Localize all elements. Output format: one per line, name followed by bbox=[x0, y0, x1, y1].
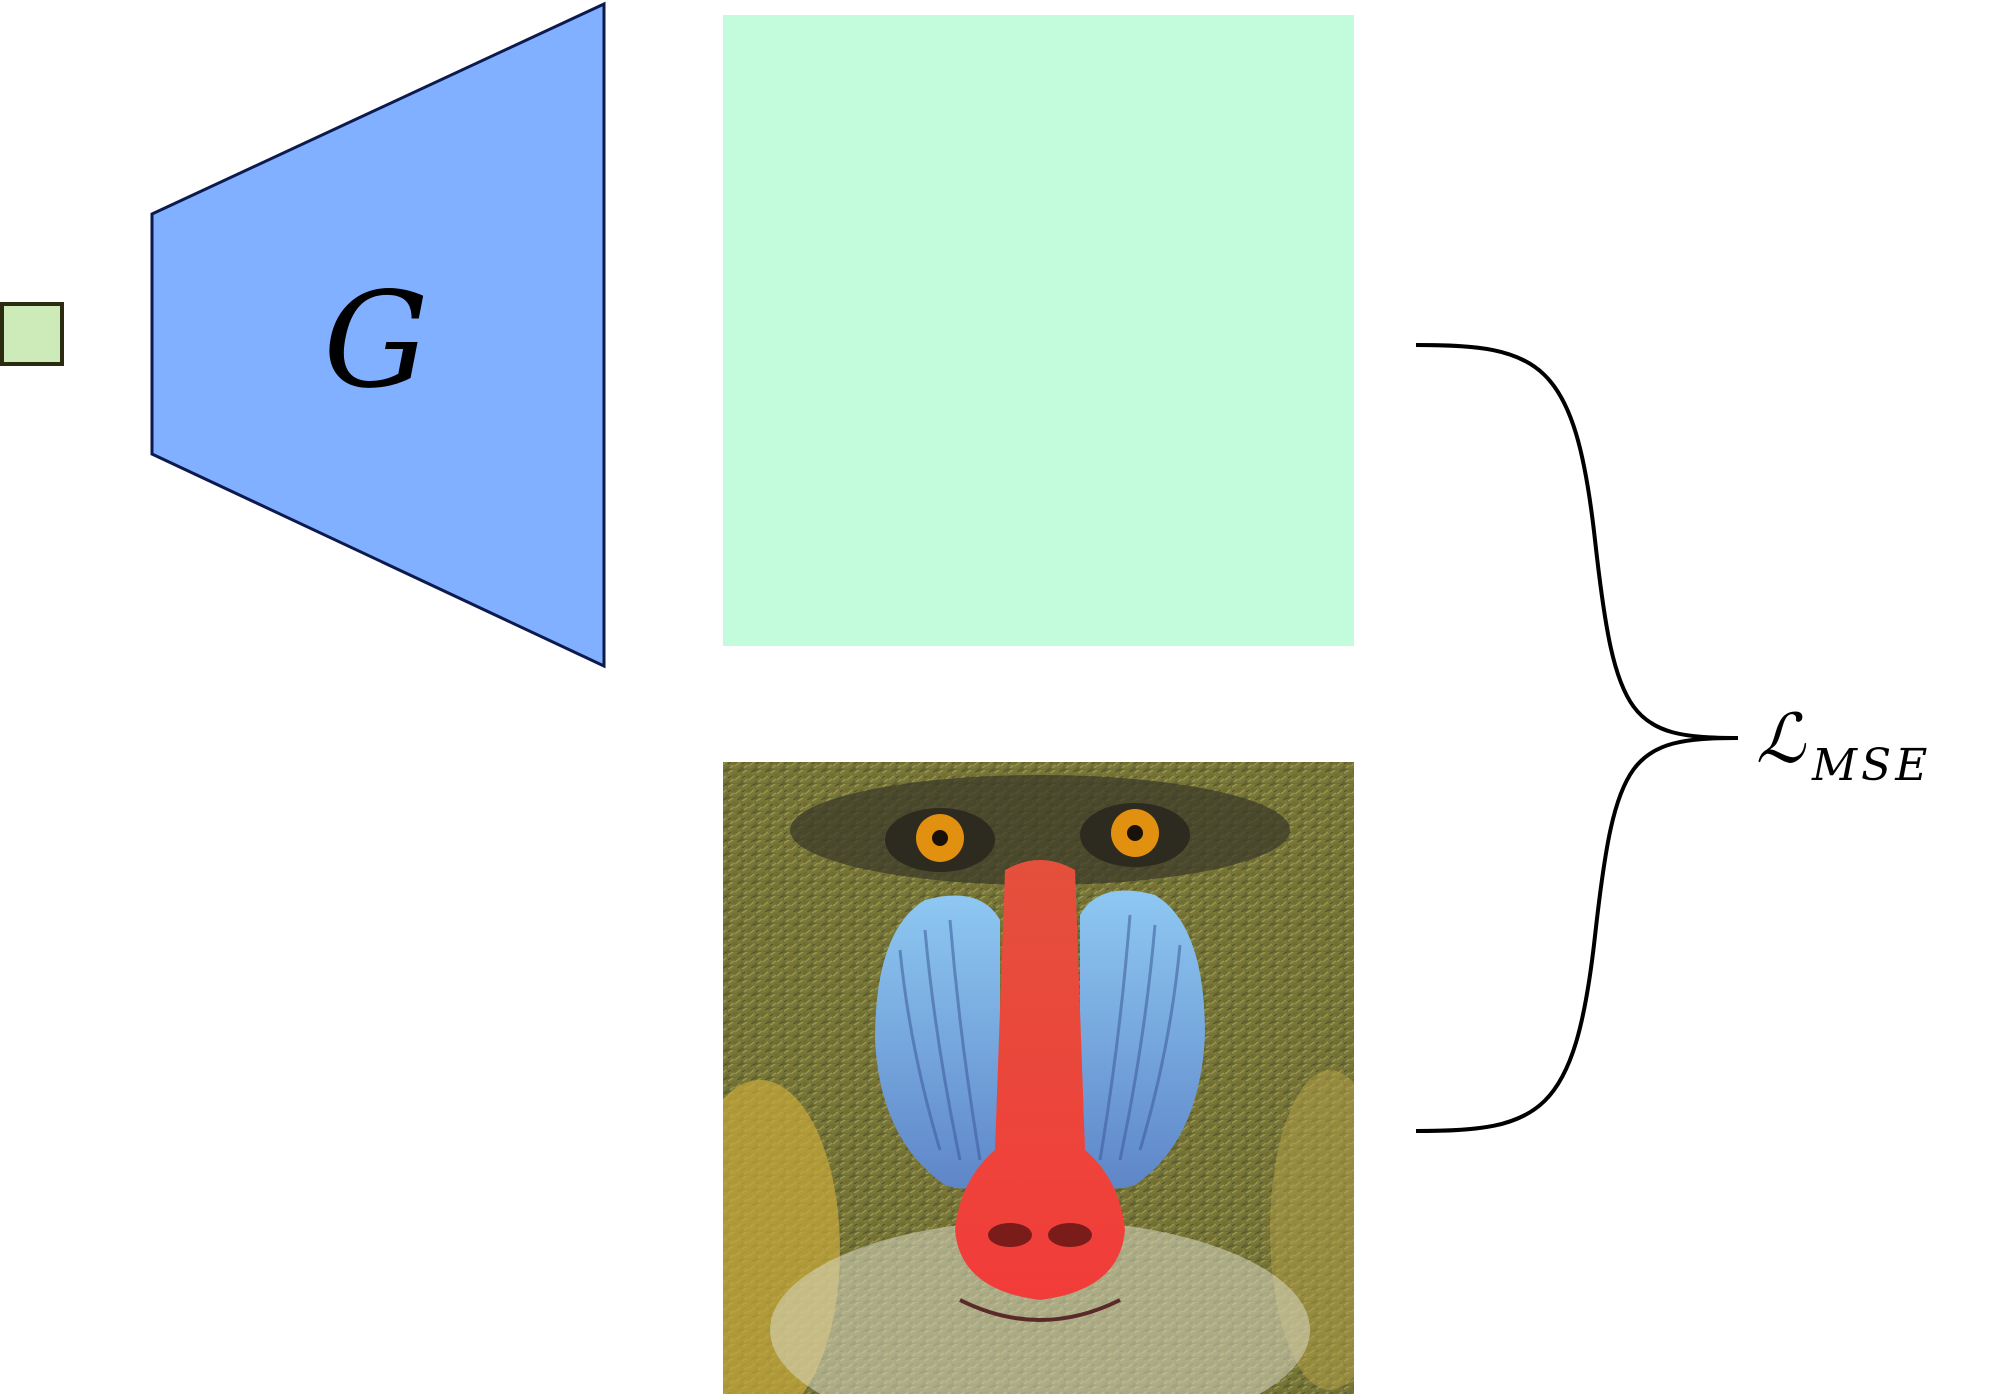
generated-output-square bbox=[723, 15, 1354, 646]
loss-subscript: MSE bbox=[1811, 740, 1931, 791]
target-image-mandrill bbox=[723, 762, 1354, 1394]
latent-input-square bbox=[0, 302, 64, 366]
loss-label: ℒ MSE bbox=[1756, 700, 1931, 791]
loss-brace bbox=[1415, 343, 1739, 1133]
generator-label: G bbox=[323, 264, 428, 418]
red-nose bbox=[955, 860, 1125, 1300]
loss-symbol: ℒ bbox=[1756, 700, 1807, 779]
generator-block bbox=[150, 1, 606, 669]
